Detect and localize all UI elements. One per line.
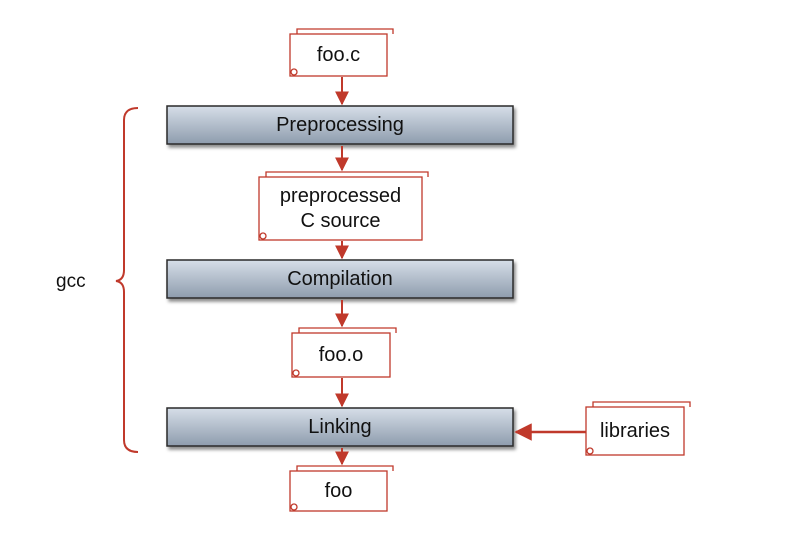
compilation-label: Compilation: [287, 267, 393, 290]
libraries-label: libraries: [599, 419, 671, 442]
gcc-bracket: [115, 107, 139, 453]
preprocessing-label: Preprocessing: [276, 113, 404, 136]
linking-label: Linking: [308, 415, 372, 438]
executable-label: foo: [324, 479, 353, 502]
linking-stage-box: [166, 407, 514, 447]
preprocessed-source-label: preprocessed C source: [279, 184, 402, 232]
doc-foo-c-shape: [289, 28, 394, 77]
doc-libraries-shape: [585, 401, 691, 456]
object-file-label: foo.o: [318, 343, 364, 366]
source-file-label: foo.c: [316, 43, 361, 66]
compilation-stage-box: [166, 259, 514, 299]
doc-preprocessed-shape: [258, 171, 429, 241]
preprocessing-stage-box: [166, 105, 514, 145]
doc-foo-o-shape: [291, 327, 397, 378]
doc-foo-shape: [289, 465, 394, 512]
gcc-label: gcc: [56, 271, 86, 293]
